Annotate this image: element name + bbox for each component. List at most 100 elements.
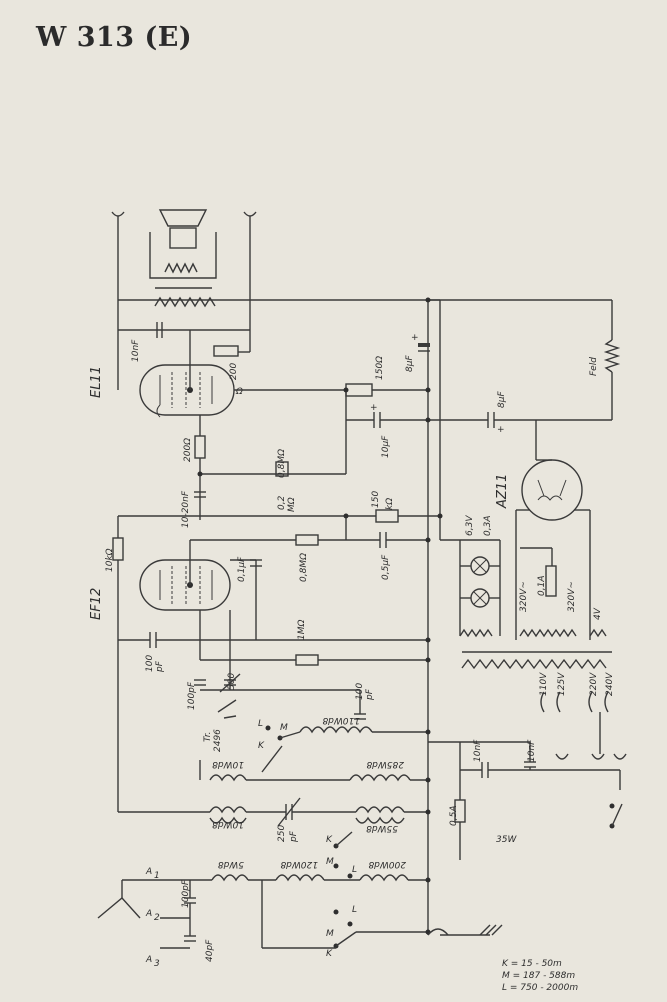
label-plus-3: + xyxy=(497,425,505,435)
label-sw-k2: K xyxy=(326,835,333,845)
resistor-0-1a xyxy=(545,565,557,597)
label-c-10nf-a: 10nF xyxy=(473,739,483,762)
output-transformer xyxy=(154,287,216,308)
label-tr: Tr. xyxy=(203,731,213,742)
coil-110: 110Wd8 xyxy=(299,715,428,734)
coil-10-bottom: 10Wd8 xyxy=(209,806,247,829)
label-coil-55: 55Wd8 xyxy=(366,823,398,833)
label-v-240: 240V xyxy=(605,672,615,696)
label-band-l: L = 750 - 2000m xyxy=(502,983,578,993)
label-c-250-a: 250 xyxy=(277,825,287,842)
label-c-500: 500 xyxy=(227,673,237,690)
label-band-m: M = 187 - 588m xyxy=(502,971,575,981)
ground-symbol xyxy=(427,924,503,936)
label-band-k: K = 15 - 50m xyxy=(502,959,562,969)
mains-terminals[interactable] xyxy=(555,753,627,760)
label-sw-l: L xyxy=(258,719,263,729)
label-fuse: 0,5A xyxy=(449,806,459,826)
pilot-lamp-upper xyxy=(470,556,490,576)
label-tube-el11: EL11 xyxy=(89,366,104,398)
label-c-10nf-b: 10nF xyxy=(527,739,537,762)
label-coil-200: 200Wd8 xyxy=(368,859,406,869)
label-v-220: 220V xyxy=(589,672,599,696)
label-coil-120: 120Wd8 xyxy=(280,859,318,869)
label-coil-10-top: 10Wd8 xyxy=(212,759,244,769)
label-ant-a2: A xyxy=(145,909,152,919)
label-ant-a1-sub: 1 xyxy=(154,871,160,881)
label-sw-l2: L xyxy=(352,865,357,875)
label-c-100pf-ant: 100pF xyxy=(181,879,191,908)
label-v-320b: 320V~ xyxy=(567,581,577,612)
label-plus-1: + xyxy=(411,333,419,343)
label-coil-110: 110Wd8 xyxy=(322,715,360,725)
coil-10-top: 10Wd8 xyxy=(209,759,247,782)
label-r-0-2m-b: MΩ xyxy=(287,497,297,512)
label-c-100pf-b: 100pF xyxy=(187,681,197,710)
resistor-200 xyxy=(213,345,239,357)
label-tube-az11: AZ11 xyxy=(495,474,510,509)
label-c-10uf: 10μF xyxy=(381,435,391,458)
label-tube-ef12: EF12 xyxy=(89,588,104,620)
label-ant-a3-sub: 3 xyxy=(154,959,160,969)
resistor-150k xyxy=(375,509,399,523)
label-r-10k: 10kΩ xyxy=(105,548,115,572)
tube-ef12 xyxy=(139,559,231,611)
label-tr-num: 2496 xyxy=(213,729,223,752)
label-c-100-pf-b: pF xyxy=(365,688,375,701)
label-c-100pf-left-a: 100 xyxy=(145,655,155,672)
label-r-1m: 1MΩ xyxy=(297,620,307,640)
label-v-6-3: 6,3V xyxy=(465,515,475,536)
label-ant-a3: A xyxy=(145,955,152,965)
power-switch[interactable] xyxy=(609,803,623,829)
diagram-title: W 313 (E) xyxy=(36,22,193,53)
switch-k2[interactable]: K xyxy=(326,831,353,849)
label-r-0-8m-top: 0,8MΩ xyxy=(277,449,287,478)
label-sw-m2: M xyxy=(326,857,334,867)
label-ant-a2-sub: 2 xyxy=(154,913,160,923)
label-c-10-20nf: 10-20nF xyxy=(181,490,191,528)
label-r-0-2m-a: 0,2 xyxy=(277,495,287,510)
label-c-40pf: 40pF xyxy=(205,939,215,962)
power-transformer xyxy=(461,651,612,713)
capacitor-8uf-top: 8μF + xyxy=(405,333,430,372)
label-sw-m: M xyxy=(280,723,288,733)
label-coil-285: 285Wd8 xyxy=(366,759,404,769)
label-c-0-5uf: 0,5μF xyxy=(381,554,391,580)
label-c-100-pf-a: 100 xyxy=(355,683,365,700)
label-r-200-b: Ω xyxy=(235,387,243,397)
label-v-125: 125V xyxy=(557,672,567,696)
label-c-250-b: pF xyxy=(289,830,299,843)
label-r-150: 150Ω xyxy=(375,356,385,380)
coil-120: 120Wd8 xyxy=(275,859,325,882)
label-a-0-3: 0,3A xyxy=(483,516,493,536)
extension-socket-left xyxy=(111,211,125,390)
coil-200: 200Wd8 xyxy=(359,859,428,882)
loudspeaker xyxy=(149,209,217,279)
label-sw-l3: L xyxy=(352,905,357,915)
label-plus-2: + xyxy=(370,403,378,413)
label-c-10nf-top: 10nF xyxy=(131,339,141,362)
label-c-100pf-left-b: pF xyxy=(155,660,165,673)
resistor-200ohm xyxy=(194,435,206,459)
label-c-8uf-mid: 8μF xyxy=(497,391,507,408)
label-c-0-1uf: 0,1μF xyxy=(237,556,247,582)
label-ant-a1: A xyxy=(145,867,152,877)
label-v-320a: 320V~ xyxy=(519,581,529,612)
switch-band-bottom[interactable]: M L L M K xyxy=(326,857,357,959)
tube-az11 xyxy=(521,459,583,521)
switch-lm[interactable]: L M K xyxy=(258,719,301,773)
label-c-8uf-top: 8μF xyxy=(405,355,415,372)
label-coil-5: 5Wd8 xyxy=(218,859,244,869)
label-r-200ohm: 200Ω xyxy=(183,438,193,462)
label-r-150k-b: kΩ xyxy=(385,498,395,510)
label-power: 35W xyxy=(496,835,517,845)
tube-el11 xyxy=(139,364,235,418)
antenna-symbol xyxy=(97,879,160,919)
coil-285: 285Wd8 xyxy=(349,759,428,782)
coil-5: 5Wd8 xyxy=(211,859,249,882)
label-v-110: 110V xyxy=(539,672,549,696)
capacitor-250pf[interactable]: 250 pF xyxy=(277,797,301,843)
extension-socket-right xyxy=(243,211,257,300)
